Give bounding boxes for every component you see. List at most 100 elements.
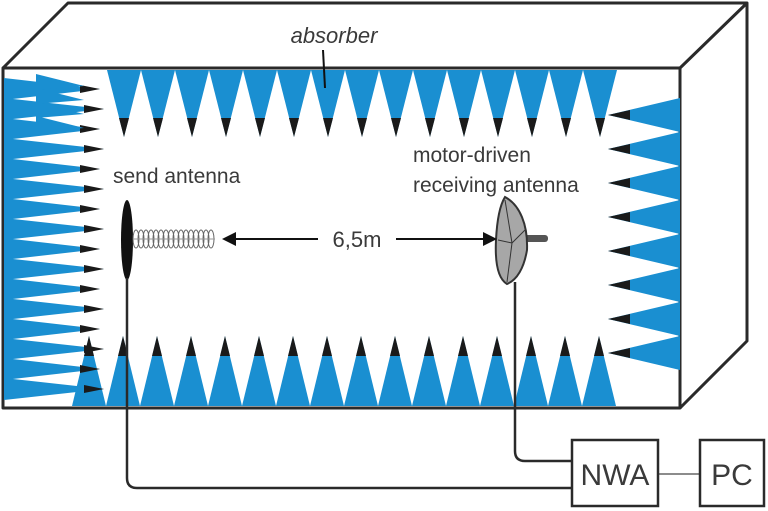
absorber-cone	[4, 278, 100, 300]
absorber-cone-tip	[84, 305, 104, 313]
absorber-cone	[4, 218, 104, 240]
absorber-cone	[480, 336, 514, 406]
receiving-antenna-label-line2: receiving antenna	[413, 174, 579, 197]
chamber-top-right-edge	[678, 1, 749, 70]
absorber-cone	[4, 298, 104, 320]
absorber-pointer	[322, 49, 326, 89]
absorber-cone	[4, 378, 104, 400]
absorber-cone	[208, 336, 242, 406]
absorber-cone-tip	[526, 336, 536, 356]
absorber-cone	[4, 258, 104, 280]
absorber-cone	[141, 70, 175, 137]
absorber-cone-tip	[80, 365, 100, 373]
absorber-column-right	[608, 98, 680, 370]
absorber-cone	[608, 200, 680, 234]
absorber-cone	[310, 336, 344, 406]
absorber-cone-tip	[459, 118, 469, 137]
absorber-cone-tip	[595, 118, 605, 137]
absorber-cone	[515, 70, 549, 137]
absorber-cone-tip	[608, 314, 630, 324]
absorber-wall-left	[4, 74, 104, 400]
absorber-cone	[4, 138, 104, 160]
distance-arrow	[222, 232, 497, 246]
absorber-cone	[608, 302, 680, 336]
absorber-cone-tip	[608, 212, 630, 222]
absorber-cone-tip	[561, 118, 571, 137]
absorber-cone	[548, 336, 582, 406]
receiving-antenna-label-line1: motor-driven	[413, 144, 531, 167]
absorber-cone-tip	[80, 285, 100, 293]
absorber-cone	[608, 336, 680, 370]
absorber-cone-tip	[80, 245, 100, 253]
absorber-cone	[106, 336, 140, 406]
absorber-cone-tip	[255, 118, 265, 137]
send-antenna-helix	[132, 229, 215, 249]
absorber-cone-tip	[458, 336, 468, 356]
absorber-cone	[608, 132, 680, 166]
receiving-antenna-ribs	[497, 199, 526, 283]
absorber-cone	[608, 234, 680, 268]
receive-cable	[513, 282, 572, 463]
nwa-label: NWA	[581, 459, 650, 492]
absorber-cone-tip	[608, 178, 630, 188]
absorber-cone	[4, 238, 100, 260]
absorber-cone	[583, 70, 617, 137]
absorber-cone	[582, 336, 616, 406]
absorber-cone	[4, 338, 104, 360]
absorber-cone	[140, 336, 174, 406]
absorber-cone-tip	[608, 144, 630, 154]
absorber-cone	[175, 70, 209, 137]
absorber-cone-tip	[220, 336, 230, 356]
pc-label: PC	[711, 459, 753, 492]
absorber-cone	[447, 70, 481, 137]
absorber-cone	[4, 318, 100, 340]
absorber-cone-tip	[608, 110, 630, 120]
absorber-cone	[4, 158, 100, 180]
absorber-cone	[36, 88, 84, 104]
absorber-cone	[36, 116, 84, 132]
absorber-cone-tip	[357, 118, 367, 137]
absorber-cone-tip	[84, 225, 104, 233]
absorber-cone-tip	[356, 336, 366, 356]
absorber-cone-tip	[425, 118, 435, 137]
absorber-cone-tip	[187, 118, 197, 137]
absorber-cone-tip	[153, 118, 163, 137]
absorber-cone	[243, 70, 277, 137]
absorber-cone	[36, 102, 84, 118]
absorber-cone	[36, 74, 84, 90]
absorber-cone-tip	[289, 118, 299, 137]
send-antenna-reflector	[121, 200, 133, 280]
absorber-cone-tip	[492, 336, 502, 356]
absorber-cone-tip	[493, 118, 503, 137]
absorber-cone	[4, 358, 100, 380]
absorber-cone	[514, 336, 548, 406]
send-cable	[125, 278, 572, 490]
absorber-cone	[549, 70, 583, 137]
nwa-box	[570, 438, 660, 508]
absorber-cone	[481, 70, 515, 137]
absorber-cone	[608, 166, 680, 200]
send-antenna-label: send antenna	[113, 165, 241, 188]
absorber-cone	[608, 268, 680, 302]
pc-box	[698, 438, 766, 508]
cables	[125, 278, 700, 490]
absorber-cone	[446, 336, 480, 406]
absorber-cone	[4, 178, 104, 200]
absorber-cone-tip	[323, 118, 333, 137]
absorber-cone-tip	[390, 336, 400, 356]
distance-label: 6,5m	[333, 227, 382, 252]
absorber-cone	[174, 336, 208, 406]
absorber-cone-tip	[84, 385, 104, 393]
absorber-cone-tip	[118, 336, 128, 356]
absorber-cone	[608, 98, 680, 132]
absorber-cone	[276, 336, 310, 406]
absorber-cone-tip	[254, 336, 264, 356]
absorber-cone	[311, 70, 345, 137]
absorber-cone-tip	[80, 325, 100, 333]
absorber-cone-tip	[560, 336, 570, 356]
receiving-antenna	[494, 195, 548, 286]
absorber-cone-tip	[80, 85, 100, 93]
absorber-cone	[378, 336, 412, 406]
